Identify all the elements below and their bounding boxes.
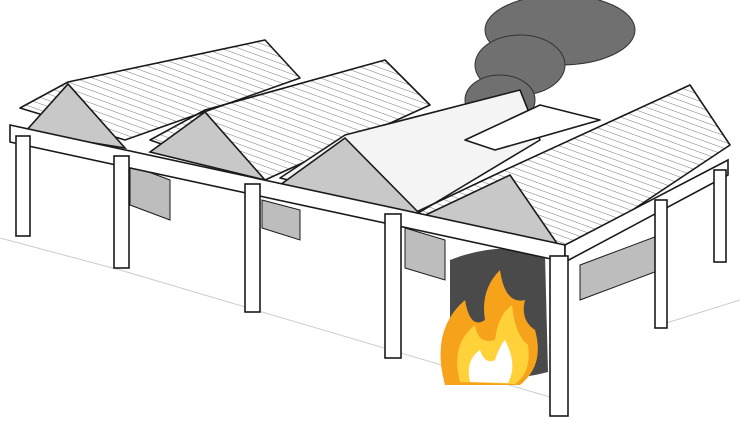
ground-lines — [0, 237, 740, 401]
posts — [15, 135, 727, 417]
back-walls — [129, 164, 661, 301]
fire-icon — [440, 270, 538, 385]
